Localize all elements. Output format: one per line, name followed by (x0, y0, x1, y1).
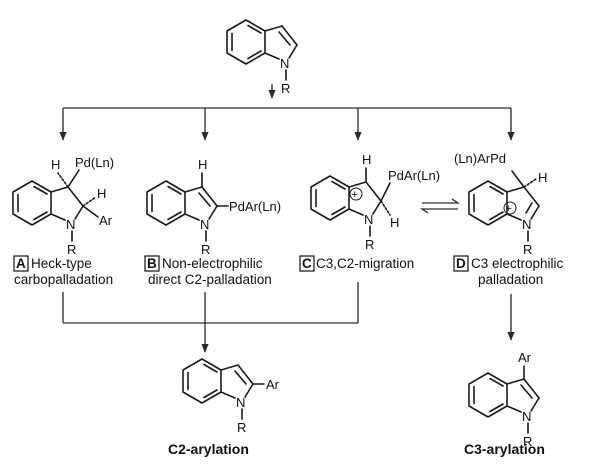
atom-label: Ar (518, 350, 532, 365)
pathway-caption-line: palladation (478, 272, 543, 287)
atom-label: N (364, 212, 373, 227)
atom-label: N (522, 409, 531, 424)
pathway-caption-line: direct C2-palladation (148, 272, 272, 287)
atom-label: N (66, 217, 75, 232)
charge-label: + (506, 203, 512, 215)
atom-label: (Ln)ArPd (454, 151, 506, 166)
atom-label: R (201, 242, 210, 257)
pathway-caption-line: Non-electrophilic (162, 256, 263, 271)
atom-label: PdAr(Ln) (388, 168, 440, 183)
product-c3: Ar N R (468, 350, 540, 449)
indole-start: N R (226, 19, 298, 96)
intermediate-a: Pd(Ln) H H Ar N R (12, 155, 114, 257)
atom-label: N (280, 56, 289, 71)
atom-label: H (362, 152, 371, 167)
pathway-letter: D (456, 256, 466, 271)
atom-label: Pd(Ln) (75, 155, 114, 170)
result-c3-arylation: C3-arylation (464, 441, 545, 457)
branch-arrows-top (59, 84, 515, 141)
charge-label: + (352, 189, 358, 201)
product-c2: Ar N R (182, 358, 280, 435)
pathway-caption-line: C3 electrophilic (471, 256, 564, 271)
intermediate-c: + H PdAr(Ln) H N R (310, 152, 440, 252)
atom-label: H (198, 157, 207, 172)
atom-label: R (523, 434, 532, 449)
pathway-caption-line: carbopalladation (14, 272, 113, 287)
atom-label: Ar (99, 213, 113, 228)
atom-label: H (538, 170, 547, 185)
pathway-letter: C (302, 256, 312, 271)
atom-label: R (523, 242, 532, 257)
atom-label: R (281, 81, 290, 96)
atom-label: R (67, 242, 76, 257)
pathway-label-c: C C3,C2-migration (299, 255, 414, 272)
atom-label: Ar (266, 377, 280, 392)
result-c2-arylation: C2-arylation (168, 441, 249, 457)
pathway-caption-line: Heck-type (31, 256, 92, 271)
converge-arrows (62, 282, 515, 353)
atom-label: N (200, 217, 209, 232)
atom-label: H (97, 186, 106, 201)
atom-label: N (522, 217, 531, 232)
atom-label: R (237, 420, 246, 435)
atom-label: R (365, 237, 374, 252)
atom-label: PdAr(Ln) (229, 199, 281, 214)
atom-label: N (236, 395, 245, 410)
pathway-letter: B (147, 256, 157, 271)
pathway-label-d: D C3 electrophilic palladation (453, 255, 564, 287)
intermediate-d: + (Ln)ArPd H N R (454, 151, 547, 257)
equilibrium-arrows (419, 198, 461, 214)
intermediate-b: H PdAr(Ln) N R (146, 157, 281, 257)
pathway-letter: A (16, 256, 26, 271)
atom-label: H (51, 157, 60, 172)
pathway-label-a: A Heck-type carbopalladation (13, 255, 113, 287)
atom-label: H (390, 215, 399, 230)
pathway-label-b: B Non-electrophilic direct C2-palladatio… (144, 255, 272, 287)
pathway-caption-line: C3,C2-migration (316, 256, 414, 271)
